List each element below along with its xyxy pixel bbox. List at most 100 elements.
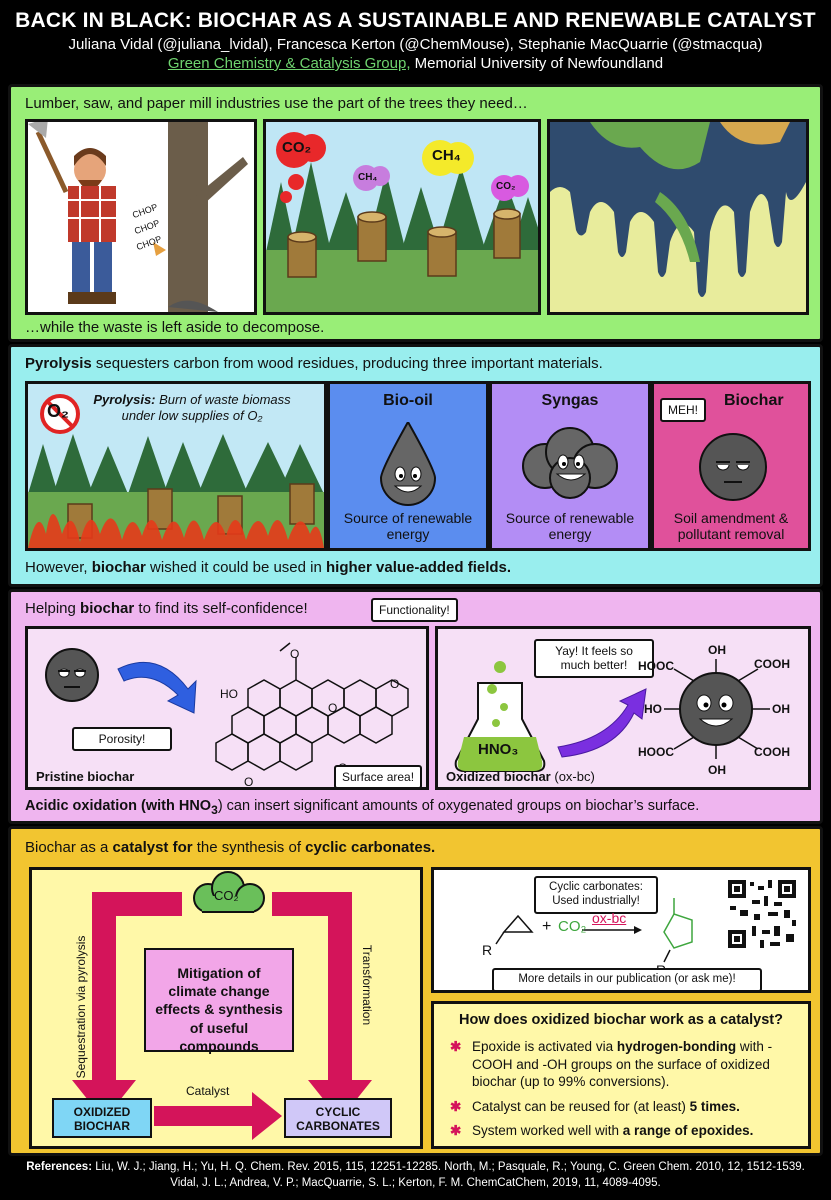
- section-pyrolysis-caption: Pyrolysis sequesters carbon from wood re…: [25, 355, 603, 372]
- bullet-1-text-b: hydrogen-bonding: [616, 1039, 737, 1054]
- group-ho-left: HO: [644, 702, 662, 716]
- mitigation-box: Mitigation of climate change effects & s…: [144, 948, 294, 1054]
- biochar-as-text: Biochar as a: [25, 839, 113, 856]
- ring-label-ho: HO: [220, 687, 238, 701]
- cyclic-carbonates-box: CYCLIC CARBONATES: [284, 1098, 392, 1138]
- oxidized-label: Oxidized biochar (ox-bc): [446, 769, 595, 784]
- group-oh-bottom: OH: [708, 763, 726, 777]
- pyrolysis-definition-label: Pyrolysis:: [93, 392, 156, 407]
- section-oxidation-caption: Helping biochar to find its self-confide…: [25, 600, 308, 617]
- pyrolysis-caption-rest: sequesters carbon from wood residues, pr…: [91, 355, 603, 372]
- forest-stumps-illustration: [266, 132, 538, 312]
- co2-cloud-label-small: CO₂: [496, 181, 516, 192]
- however-text: However,: [25, 559, 92, 576]
- ring-label-o5: O: [390, 677, 400, 691]
- catalyst-for-text: catalyst for: [112, 839, 193, 856]
- bullet-1-text-a: Epoxide is activated via: [472, 1039, 617, 1054]
- burning-stumps-illustration: [28, 394, 324, 548]
- co2-cloud-text: CO₂: [214, 888, 239, 903]
- catalyst-oxbc-label: ox-bc: [592, 910, 627, 926]
- section-catalyst: Biochar as a catalyst for the synthesis …: [8, 826, 823, 1156]
- group-cooh-top: COOH: [754, 657, 790, 671]
- higher-value-text: higher value-added fields.: [326, 559, 512, 576]
- transformation-label: Transformation: [360, 944, 374, 1026]
- pristine-biochar-illustration: [45, 642, 409, 771]
- ch4-cloud-label-small: CH₄: [358, 172, 378, 183]
- bullet-1-text-c: with -COOH and -OH groups on the surface…: [472, 1039, 773, 1090]
- group-link[interactable]: Green Chemistry & Catalysis Group,: [167, 55, 411, 72]
- section-pyrolysis: Pyrolysis sequesters carbon from wood re…: [8, 344, 823, 587]
- lumberjack-illustration: [28, 122, 248, 312]
- group-oh-right: OH: [772, 702, 790, 716]
- bullet-1-icon: ✱: [450, 1039, 462, 1054]
- biooil-panel: Bio-oil Source of renewable energy: [327, 381, 489, 551]
- ring-label-o2: O: [244, 775, 254, 789]
- hno3-label: HNO₃: [478, 741, 519, 758]
- catalyst-label: Catalyst: [186, 1084, 230, 1098]
- plus-sign: +: [542, 918, 552, 935]
- acidic-oxidation-text: Acidic oxidation (with HNO: [25, 798, 212, 814]
- affiliation: Green Chemistry & Catalysis Group, Memor…: [0, 55, 831, 72]
- reactant-co2: CO₂: [558, 918, 587, 935]
- helping-text: Helping: [25, 600, 81, 617]
- melting-earth-illustration: [550, 122, 806, 297]
- reaction-panel: Cyclic carbonates: Used industrially! R …: [431, 867, 811, 993]
- melting-earth-panel: [547, 119, 809, 315]
- pyrolysis-panel: O₂ Pyrolysis: Burn of waste biomass unde…: [25, 381, 327, 551]
- oxidized-biochar-box: OXIDIZED BIOCHAR: [52, 1098, 152, 1138]
- biooil-description: Source of renewable energy: [343, 510, 473, 542]
- biooil-title: Bio-oil: [383, 392, 433, 409]
- wished-text: wished it could be used in: [145, 559, 327, 576]
- references-text: Liu, W. J.; Jiang, H.; Yu, H. Q. Chem. R…: [92, 1161, 805, 1189]
- group-cooh-bottom: COOH: [754, 745, 790, 759]
- yay-bubble: Yay! It feels so much better!: [534, 639, 654, 678]
- pyrolysis-word: Pyrolysis: [25, 355, 92, 372]
- references-label: References:: [26, 1161, 93, 1173]
- meh-speech-bubble: MEH!: [660, 398, 706, 423]
- authors: Juliana Vidal (@juliana_lvidal), Frances…: [68, 36, 763, 53]
- porosity-bubble: Porosity!: [72, 727, 172, 752]
- reaction-scheme: [495, 878, 798, 963]
- carbon-cycle-diagram: [72, 871, 372, 1140]
- oxidized-label-bold: Oxidized biochar: [446, 769, 551, 784]
- oil-drop-icon: [379, 422, 437, 506]
- epoxide-r-label: R: [482, 942, 493, 958]
- references: References: Liu, W. J.; Jiang, H.; Yu, H…: [0, 1160, 831, 1191]
- group-oh-top: OH: [708, 643, 726, 657]
- biochar-title: Biochar: [724, 392, 784, 409]
- more-details-bubble[interactable]: More details in our publication (or ask …: [492, 968, 762, 990]
- synthesis-of-text: the synthesis of: [192, 839, 306, 856]
- biochar-description: Soil amendment & pollutant removal: [673, 510, 789, 542]
- group-hooc-bottom: HOOC: [638, 745, 674, 759]
- section-oxidation-bottom-caption: Acidic oxidation (with HNO3) can insert …: [25, 798, 699, 817]
- ch4-cloud-label: CH₄: [432, 147, 461, 164]
- bullet-2-text-b: 5 times.: [689, 1099, 740, 1114]
- bullet-3-text-b: a range of epoxides.: [622, 1123, 754, 1138]
- biochar-word: biochar: [91, 559, 146, 576]
- oxidized-label-abbrev: (ox-bc): [550, 769, 595, 784]
- biochar-panel: Biochar MEH! Soil amendment & pollutant …: [651, 381, 811, 551]
- bullet-3-text-a: System worked well with: [472, 1123, 623, 1138]
- gas-cloud-icon: [522, 427, 618, 499]
- bullet-2: ✱ Catalyst can be reused for (at least) …: [450, 1098, 800, 1116]
- oxidized-biochar-panel: HNO₃ Yay! It feels so much better! OH HO…: [435, 626, 811, 790]
- section-waste-bottom-caption: …while the waste is left aside to decomp…: [25, 319, 325, 336]
- sequestration-label: Sequestration via pyrolysis: [74, 935, 88, 1079]
- section-waste-top-caption: Lumber, saw, and paper mill industries u…: [25, 95, 528, 112]
- bullet-2-icon: ✱: [450, 1099, 462, 1114]
- hno3-subscript: 3: [211, 802, 218, 817]
- pyrolysis-definition: Pyrolysis: Burn of waste biomass under l…: [92, 392, 292, 425]
- biochar-word-2: biochar: [80, 600, 135, 617]
- section-oxidation: Helping biochar to find its self-confide…: [8, 589, 823, 824]
- pristine-label: Pristine biochar: [36, 769, 135, 784]
- bullet-3-icon: ✱: [450, 1123, 462, 1138]
- syngas-title: Syngas: [541, 392, 599, 409]
- cyclic-carbonates-text: cyclic carbonates.: [305, 839, 436, 856]
- o2-label: O₂: [47, 401, 69, 421]
- university: Memorial University of Newfoundland: [414, 55, 664, 72]
- ring-label-o4: O: [328, 701, 338, 715]
- group-hooc-top: HOOC: [638, 659, 674, 673]
- cyclic-carbonates-bubble: Cyclic carbonates: Used industrially!: [534, 876, 658, 914]
- biochar-face-icon: [699, 433, 767, 501]
- oxidation-result-text: ) can insert significant amounts of oxyg…: [217, 798, 700, 814]
